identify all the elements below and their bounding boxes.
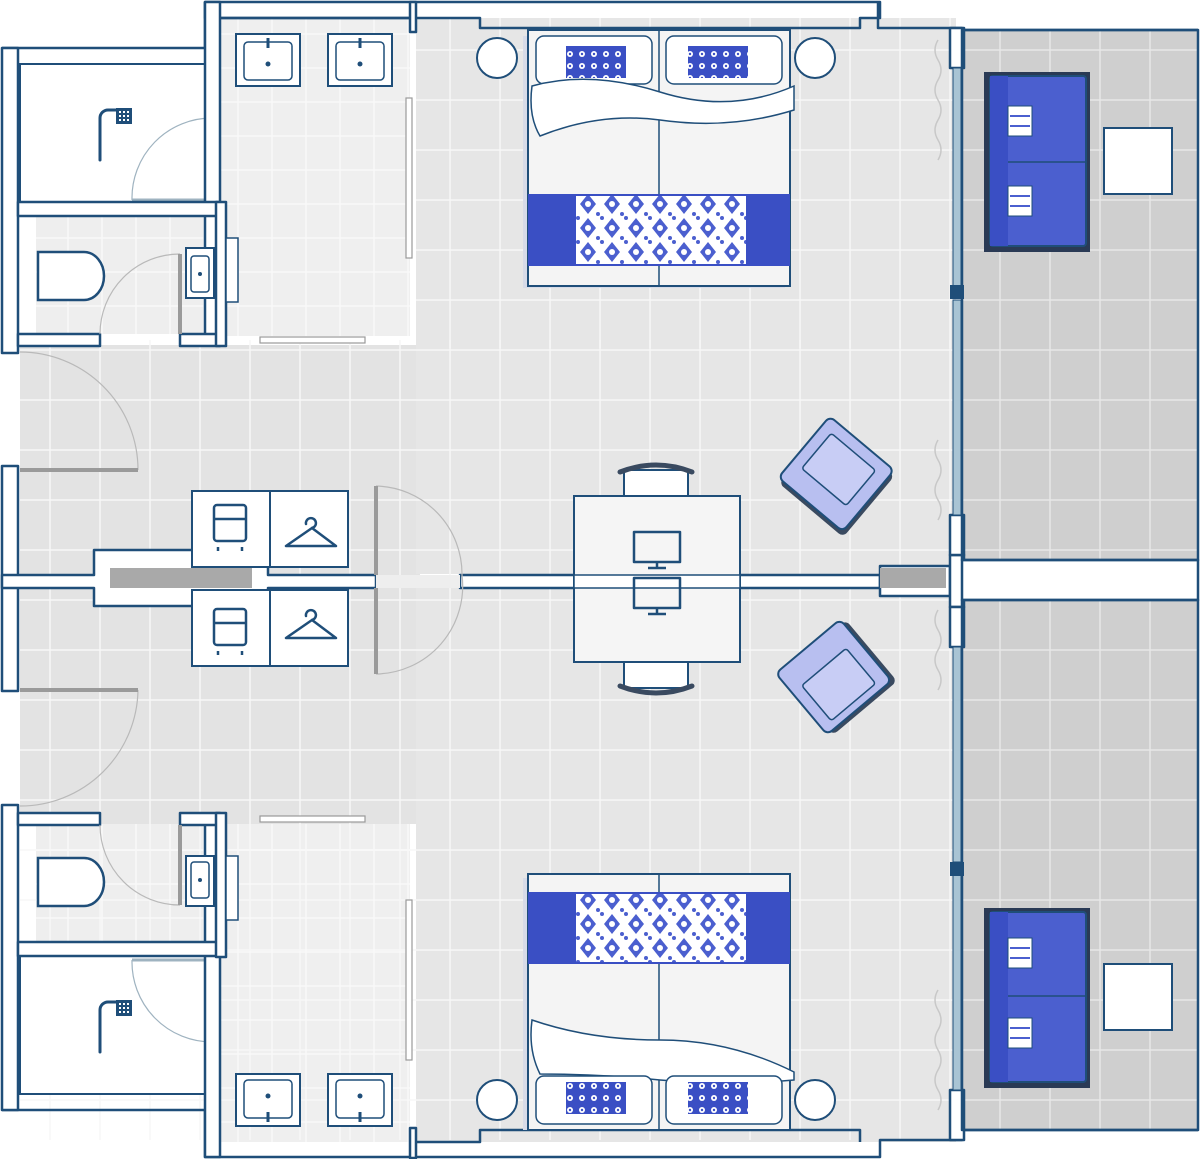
bed-upper xyxy=(476,29,836,288)
fridge-icon xyxy=(212,503,248,551)
connecting-door xyxy=(375,485,464,675)
terrace-side-table-lower xyxy=(1103,963,1173,1031)
shower-upper xyxy=(19,63,213,203)
left-wall-upper xyxy=(0,46,20,355)
nightstand-lamp xyxy=(794,1079,836,1121)
storage-unit-lower xyxy=(191,589,349,667)
monitor-icon xyxy=(632,576,682,616)
glass-facade xyxy=(950,67,964,1091)
desk-chair xyxy=(623,469,689,497)
desk-chair xyxy=(623,661,689,689)
storage-unit-upper xyxy=(191,490,349,568)
terrace-side-table-upper xyxy=(1103,127,1173,195)
hanger-icon xyxy=(284,608,338,640)
armchair-lower xyxy=(777,620,895,734)
armchair-upper xyxy=(779,417,893,535)
shower-head-icon xyxy=(98,1000,132,1054)
doors xyxy=(19,97,464,1061)
curtains xyxy=(934,39,942,1111)
monitor-icon xyxy=(632,530,682,570)
sink-icon xyxy=(265,61,271,67)
left-wall-lower xyxy=(0,803,20,1112)
entry-door-upper xyxy=(19,351,139,471)
nightstand-lamp xyxy=(794,37,836,79)
toilet-icon xyxy=(36,250,106,302)
vanity-upper xyxy=(235,33,393,87)
nightstand-lamp xyxy=(476,1079,518,1121)
toilet-icon xyxy=(36,856,106,908)
nightstand-lamp xyxy=(476,37,518,79)
desk-area xyxy=(573,462,741,696)
bathroom-fixtures-upper xyxy=(36,33,393,303)
shower-head-icon xyxy=(98,108,132,162)
terrace-sofa-upper xyxy=(984,72,1090,252)
terrace-sofa-lower xyxy=(984,908,1090,1088)
hanger-icon xyxy=(284,516,338,548)
bathroom-fixtures-lower xyxy=(36,855,393,1127)
hand-basin-upper xyxy=(185,247,215,299)
vanity-lower xyxy=(235,1073,393,1127)
hand-basin-lower xyxy=(185,855,215,907)
shower-lower xyxy=(19,955,213,1095)
fridge-icon xyxy=(212,607,248,655)
entry-door-lower xyxy=(19,689,139,807)
bed-lower xyxy=(476,873,836,1131)
